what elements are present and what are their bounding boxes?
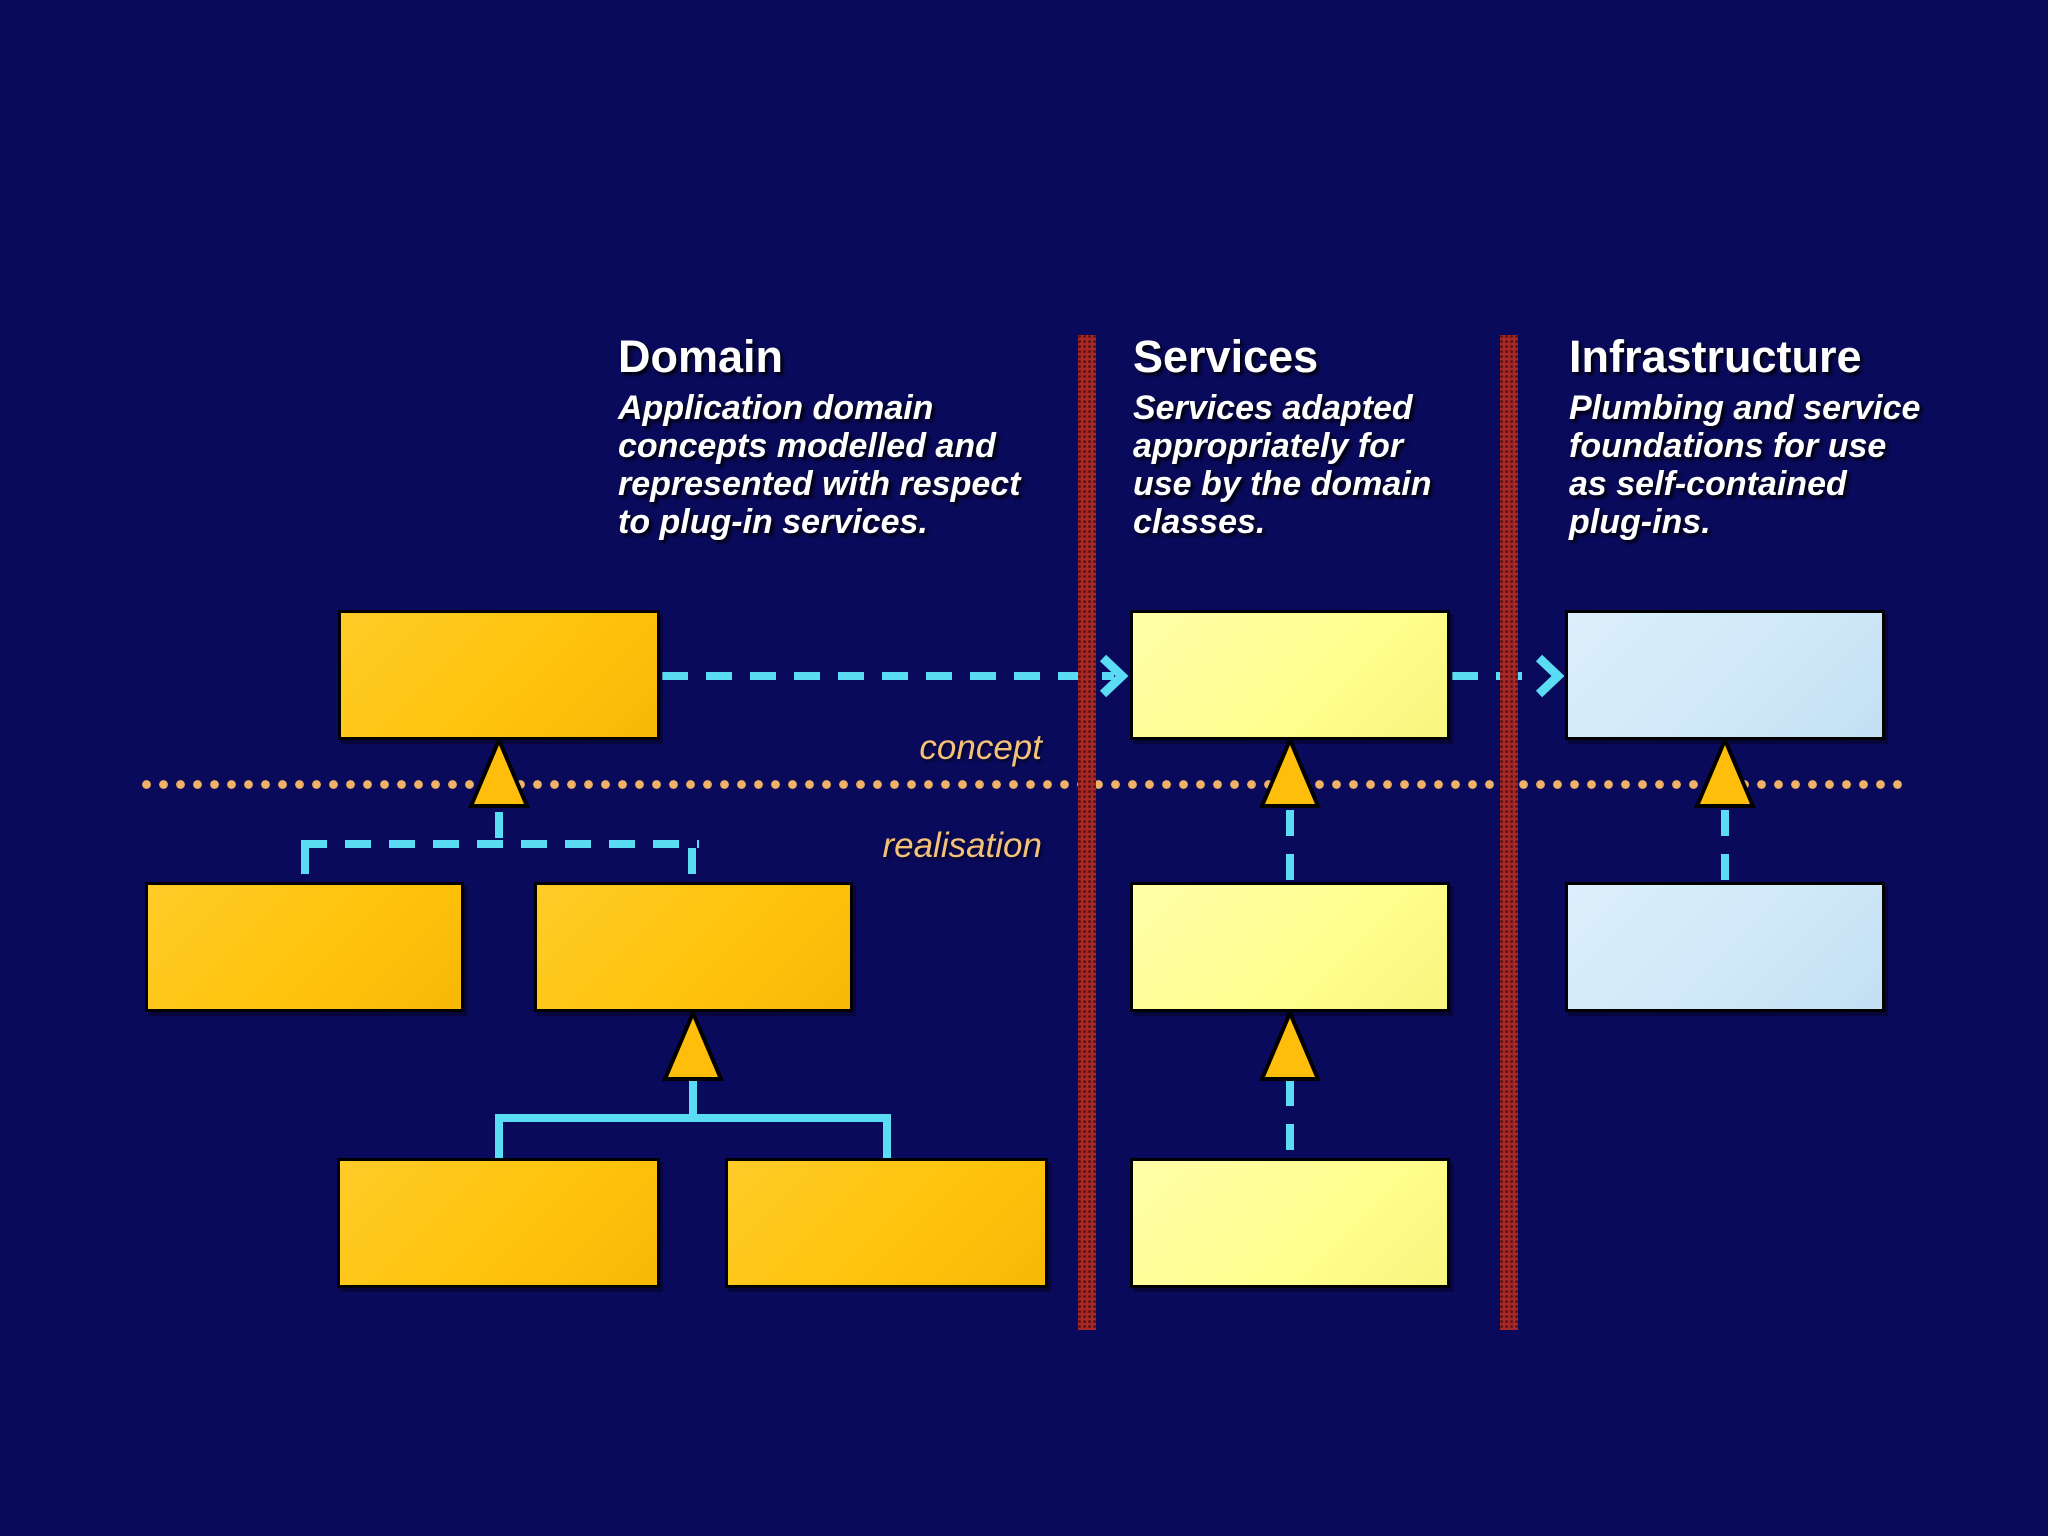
services-concept-box <box>1130 610 1450 740</box>
services-dashed-vertical-2 <box>1286 1080 1294 1164</box>
services-column-description: Services adapted appropriately for use b… <box>1133 389 1432 541</box>
domain-to-services-dashed-line <box>662 672 1114 680</box>
domain-subclass-box-left <box>337 1158 660 1288</box>
services-subclass-box <box>1130 1158 1450 1288</box>
infrastructure-column-title: Infrastructure <box>1569 331 1862 382</box>
infrastructure-dashed-vertical <box>1721 810 1729 890</box>
domain-subclass-box-right <box>725 1158 1048 1288</box>
domain-concept-box <box>338 610 660 740</box>
infrastructure-generalization-triangle <box>1694 737 1756 808</box>
realisation-label: realisation <box>882 826 1042 865</box>
arrowhead-icon <box>1535 654 1564 698</box>
domain-services-separator-bar <box>1078 335 1096 1330</box>
concept-realisation-divider <box>138 780 1910 789</box>
domain-triangle1-stub <box>495 812 503 846</box>
domain-realisation-box-right <box>534 882 853 1012</box>
infrastructure-concept-box <box>1565 610 1885 740</box>
services-to-infrastructure-dashed-line <box>1452 672 1536 680</box>
domain-dashed-branch-line <box>301 840 699 848</box>
domain-triangle2-stub <box>689 1080 697 1118</box>
services-dashed-vertical-1 <box>1286 810 1294 890</box>
infrastructure-column-description: Plumbing and service foundations for use… <box>1569 389 1921 541</box>
services-column-header: Services Services adapted appropriately … <box>1133 330 1633 541</box>
arrowhead-icon <box>1099 654 1128 698</box>
services-column-title: Services <box>1133 331 1319 382</box>
services-generalization-triangle-1 <box>1259 737 1321 808</box>
concept-label: concept <box>919 728 1042 767</box>
infrastructure-realisation-box <box>1565 882 1885 1012</box>
domain-column-description: Application domain concepts modelled and… <box>618 389 1021 541</box>
domain-column-header: Domain Application domain concepts model… <box>618 330 1118 541</box>
domain-generalization-triangle-1 <box>468 737 530 808</box>
domain-column-title: Domain <box>618 331 784 382</box>
domain-dashed-drop-left <box>301 848 309 892</box>
infrastructure-column-header: Infrastructure Plumbing and service foun… <box>1569 330 2048 541</box>
services-generalization-triangle-2 <box>1259 1010 1321 1081</box>
domain-dashed-drop-right <box>688 848 696 892</box>
services-infrastructure-separator-bar <box>1500 335 1518 1330</box>
domain-generalization-triangle-2 <box>662 1010 724 1081</box>
domain-solid-drop-left <box>495 1114 503 1164</box>
domain-solid-drop-right <box>883 1114 891 1164</box>
services-realisation-box <box>1130 882 1450 1012</box>
domain-realisation-box-left <box>145 882 464 1012</box>
domain-solid-branch-line <box>495 1114 891 1122</box>
